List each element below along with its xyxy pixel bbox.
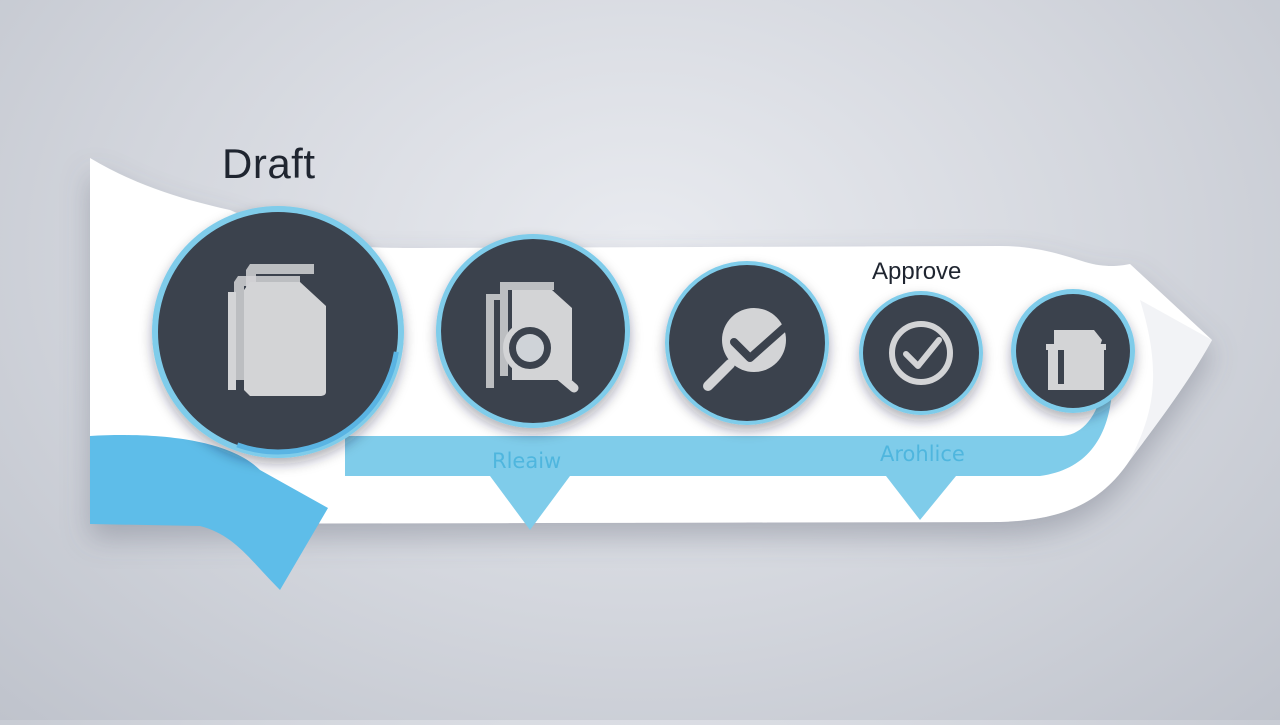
magnifier-check-icon [703,308,790,391]
check-circle-icon [889,321,953,385]
review-pointer [490,476,570,530]
stage-approve[interactable] [859,291,983,415]
ribbon-tail [90,435,328,590]
stage-label-approve: Approve [872,258,962,285]
archive-folder-icon [1046,330,1106,390]
ribbon-sheen [1130,300,1212,460]
stage-label-draft: Draft [222,140,316,187]
stage-label-review: Rleaiw [492,449,562,473]
flow-connector [345,392,1112,476]
stage-label-archive: Arohlice [880,442,965,466]
magnifier-document-icon [486,282,579,393]
archive-pointer [886,476,956,520]
document-icon [228,264,326,396]
